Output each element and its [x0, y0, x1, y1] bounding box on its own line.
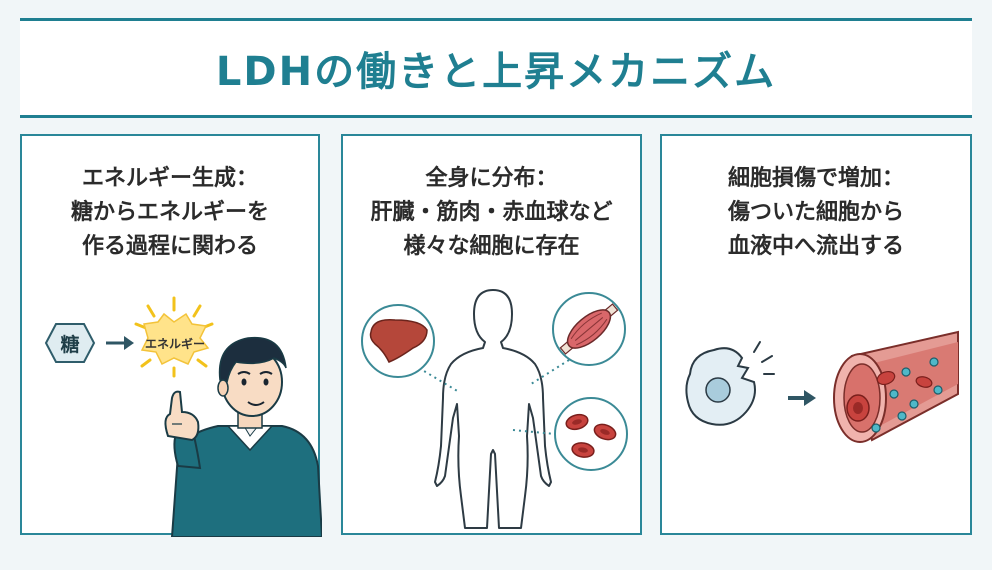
- arrow-right-icon: [106, 336, 134, 350]
- caption-line: 様々な細胞に存在: [403, 234, 580, 259]
- damaged-cell-icon: [685, 341, 775, 426]
- page-title: LDHの働きと上昇メカニズム: [215, 49, 777, 95]
- panel-caption: 全身に分布： 肝臓・筋肉・赤血球など 様々な細胞に存在: [343, 162, 640, 264]
- blood-vessel-icon: [833, 330, 959, 443]
- arrow-right-icon: [788, 390, 816, 406]
- caption-line: 細胞損傷で増加：: [727, 166, 904, 191]
- panel-caption: エネルギー生成： 糖からエネルギーを 作る過程に関わる: [22, 162, 318, 264]
- person-pointing-icon: [164, 336, 322, 537]
- muscle-icon: [530, 292, 626, 385]
- sugar-label: 糖: [60, 333, 79, 356]
- caption-line: 作る過程に関わる: [81, 234, 258, 259]
- caption-line: 肝臓・筋肉・赤血球など: [370, 200, 613, 225]
- title-band: LDHの働きと上昇メカニズム: [20, 18, 972, 118]
- caption-line: 全身に分布：: [425, 166, 558, 191]
- cell-damage-illustration: [685, 330, 959, 443]
- panel-cell-damage: 細胞損傷で増加： 傷ついた細胞から 血液中へ流出する: [660, 134, 972, 535]
- distribution-illustration: [361, 289, 628, 529]
- caption-line: 血液中へ流出する: [727, 234, 904, 259]
- caption-line: 糖からエネルギーを: [70, 200, 269, 225]
- red-blood-cells-icon: [512, 397, 628, 471]
- caption-line: 傷ついた細胞から: [727, 200, 904, 225]
- sugar-hexagon-icon: 糖: [44, 323, 96, 363]
- body-outline-icon: [434, 289, 552, 529]
- panel-energy-production: エネルギー生成： 糖からエネルギーを 作る過程に関わる 糖: [20, 134, 322, 537]
- panel-caption: 細胞損傷で増加： 傷ついた細胞から 血液中へ流出する: [662, 162, 970, 264]
- energy-illustration: 糖 エネルギー: [44, 296, 322, 537]
- liver-icon: [361, 304, 460, 393]
- caption-line: エネルギー生成：: [81, 166, 258, 191]
- energy-label: エネルギー: [145, 336, 205, 351]
- panel-distribution: 全身に分布： 肝臓・筋肉・赤血球など 様々な細胞に存在: [341, 134, 642, 535]
- energy-burst-icon: エネルギー: [134, 296, 214, 378]
